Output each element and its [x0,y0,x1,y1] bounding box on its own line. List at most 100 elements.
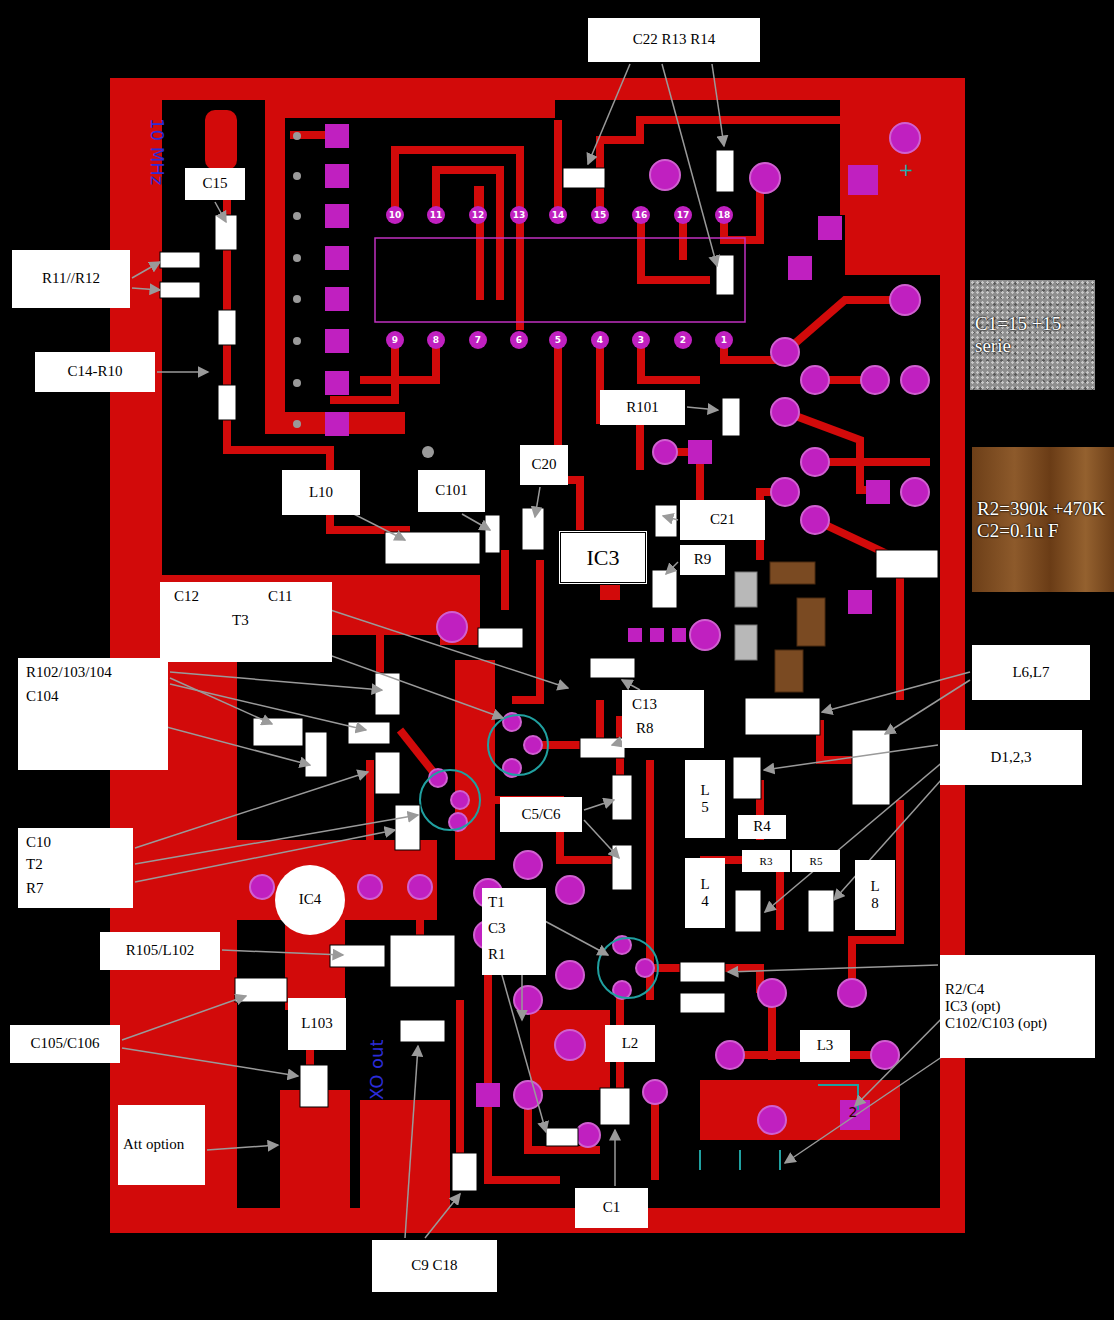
callout-box: R105/L102 [100,932,220,970]
callout-box: L2 [605,1025,655,1062]
part-label: C22 R13 R14 [633,31,716,48]
part-label: IC3 [587,545,620,570]
part-label: R11//R12 [42,270,100,287]
part-label: L3 [817,1037,834,1054]
part-label: L2 [622,1035,639,1052]
part-label: L10 [309,484,333,501]
callout-box: C101 [418,470,485,512]
part-label: R1 [488,946,506,963]
part-label: IC3 (opt) [945,998,1000,1015]
pin-number: 16 [635,211,648,220]
pin-mark: 2 [849,1105,858,1119]
silkscreen-text: 10 MHz [148,118,166,185]
part-label: R105/L102 [126,942,194,959]
part-label: D1,2,3 [991,749,1032,766]
callout-box: L 4 [685,858,725,928]
callout-box: L103 [288,998,346,1050]
callout-box: L 8 [855,860,895,930]
part-label: R4 [753,818,771,835]
callout-box: Att option [118,1105,205,1185]
part-label: R9 [694,551,712,568]
part-label: L 8 [868,878,883,913]
part-label: C21 [710,511,735,528]
part-label: C1=15 +15 serie [975,313,1090,357]
callout-box: L10 [282,470,360,515]
part-label: C9 C18 [411,1257,457,1274]
part-label: C13 [632,696,657,713]
part-label: Att option [123,1136,184,1153]
pin-number: 5 [555,336,561,345]
pin-number: 1 [721,336,727,345]
pin-number: 17 [677,211,690,220]
callout-box: L6,L7 [972,645,1090,700]
part-label: C3 [488,920,506,937]
callout-box: R101 [600,390,685,425]
note-box: C1=15 +15 serie [970,280,1095,390]
silkscreen-text: XO out [368,1039,386,1100]
pin-number: 9 [392,336,398,345]
pin-number: 12 [472,211,485,220]
part-label: T1 [488,894,505,911]
polarity-mark: + [898,161,913,179]
callout-box: C9 C18 [372,1240,497,1292]
callout-box: C10T2R7 [18,828,133,908]
pin-number: 6 [516,336,522,345]
callout-box: L 5 [685,760,725,838]
part-label: C14-R10 [67,363,122,380]
part-label: R3 [760,855,773,868]
part-label: C1 [603,1199,621,1216]
part-label: C101 [435,482,468,499]
callout-box: D1,2,3 [940,730,1082,785]
pin-number: 10 [389,211,402,220]
callout-box: C12 C11T3 [160,582,332,662]
part-label: R7 [26,880,44,897]
callout-box: L3 [800,1030,850,1062]
note-box: R2=390k +470K C2=0.1u F [972,447,1114,592]
part-label: R101 [626,399,659,416]
callout-box: R11//R12 [12,250,130,308]
pin-number: 3 [638,336,644,345]
callout-box: R4 [738,815,786,839]
part-label: R8 [636,720,654,737]
callout-box: C15 [185,168,245,200]
pin-number: 18 [718,211,731,220]
part-label: C12 [174,588,199,605]
callout-box: R102/103/104C104 [18,658,168,770]
pin-number: 11 [430,211,443,220]
callout-box: C5/C6 [500,797,582,832]
part-label: L6,L7 [1012,664,1049,681]
part-label: R2/C4 [945,981,984,998]
pin-number: 4 [597,336,603,345]
callout-box: C13R8 [622,690,704,748]
part-label: C20 [531,456,556,473]
callout-box: C20 [520,445,568,485]
ic-box: IC3 [558,530,648,585]
callout-box: R9 [680,545,725,575]
part-label: L 4 [698,876,713,911]
ic-circle: IC4 [275,865,345,935]
callout-box: C21 [680,500,765,540]
part-label: IC4 [299,891,322,908]
pin-number: 7 [475,336,481,345]
part-label: C102/C103 (opt) [945,1015,1047,1032]
pin-number: 8 [433,336,439,345]
callout-box: C1 [575,1188,648,1228]
part-label: C11 [268,588,292,605]
part-label: T2 [26,856,43,873]
callout-box: C22 R13 R14 [588,18,760,62]
pin-number: 2 [680,336,686,345]
part-label: R5 [810,855,823,868]
part-label: C105/C106 [30,1035,99,1052]
pin-number: 14 [552,211,565,220]
callout-box: C14-R10 [35,352,155,392]
part-label: C104 [26,688,59,705]
part-label: L 5 [698,782,713,817]
part-label: R2=390k +470K C2=0.1u F [977,498,1109,542]
callout-box: T1C3R1 [482,888,546,975]
part-label: C15 [202,175,227,192]
part-label: C10 [26,834,51,851]
callout-box: R2/C4IC3 (opt)C102/C103 (opt) [940,955,1095,1058]
part-label: T3 [232,612,249,629]
pin-number: 13 [513,211,526,220]
